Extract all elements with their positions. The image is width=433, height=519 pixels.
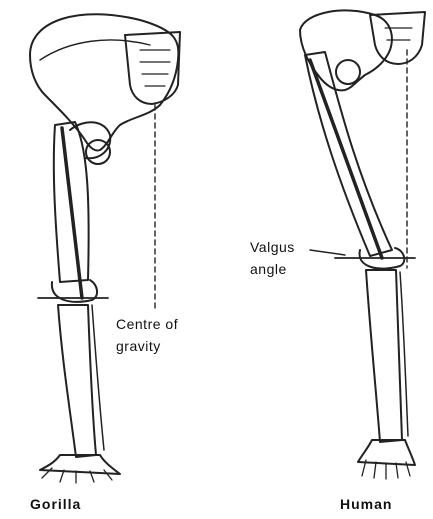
human-pelvis (300, 10, 392, 90)
gorilla-pelvis (30, 14, 178, 150)
valgus-angle-label-line2: angle (250, 261, 287, 277)
human-tibia (366, 270, 402, 442)
valgus-angle-label-line1: Valgus (250, 239, 295, 255)
human-caption: Human (340, 496, 392, 512)
centre-of-gravity-label-line1: Centre of (116, 316, 178, 332)
human-foot (358, 440, 415, 465)
gorilla-foot (40, 455, 120, 474)
gorilla-sacrum (125, 32, 180, 104)
human-skeleton (300, 10, 425, 479)
gorilla-caption: Gorilla (30, 496, 81, 512)
gorilla-tibia (58, 305, 96, 457)
human-sacrum (370, 12, 425, 64)
centre-of-gravity-label-line2: gravity (116, 338, 161, 354)
gorilla-skeleton (30, 14, 180, 483)
